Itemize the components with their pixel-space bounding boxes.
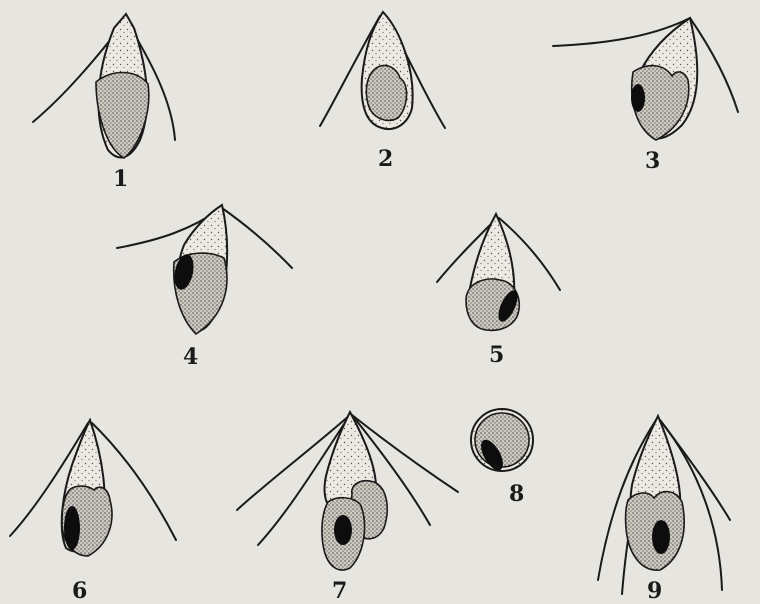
panel-1: 1 xyxy=(33,14,175,192)
panel-label: 7 xyxy=(332,578,347,604)
panel-label: 6 xyxy=(72,578,87,604)
panel-label: 9 xyxy=(647,578,662,604)
panel-7: 7 xyxy=(237,412,458,604)
nucleus xyxy=(64,506,80,550)
nucleus xyxy=(652,520,670,554)
panel-label: 2 xyxy=(378,146,393,172)
panel-5: 5 xyxy=(437,214,560,368)
panel-6: 6 xyxy=(10,420,176,604)
flagellum-right xyxy=(222,208,292,268)
panel-label: 3 xyxy=(645,148,660,174)
protoplast xyxy=(96,73,149,159)
panel-label: 4 xyxy=(183,344,198,370)
panel-9: 9 xyxy=(598,416,730,604)
panel-4: 4 xyxy=(117,205,292,370)
panel-label: 8 xyxy=(509,481,524,507)
panel-2: 2 xyxy=(320,12,445,172)
nucleus xyxy=(631,84,645,112)
panel-8: 8 xyxy=(471,409,533,507)
panel-label: 5 xyxy=(489,342,504,368)
panel-3: 3 xyxy=(553,18,738,174)
panel-label: 1 xyxy=(113,166,128,192)
nucleus xyxy=(334,515,352,545)
